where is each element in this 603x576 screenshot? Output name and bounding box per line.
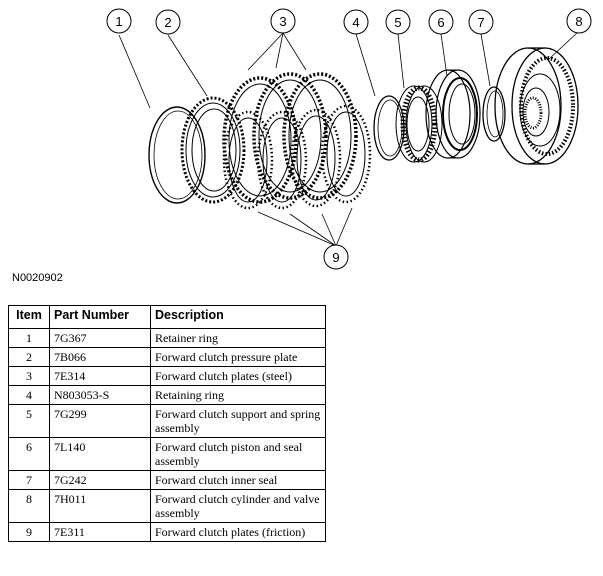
cell-item: 9 bbox=[8, 522, 50, 542]
cell-description: Forward clutch cylinder and valve assemb… bbox=[150, 489, 326, 523]
cell-part-number: N803053-S bbox=[49, 385, 151, 405]
cell-item: 4 bbox=[8, 385, 50, 405]
table-header-row: Item Part Number Description bbox=[8, 305, 326, 329]
cell-item: 3 bbox=[8, 366, 50, 386]
cell-description: Forward clutch plates (friction) bbox=[150, 522, 326, 542]
cell-description: Forward clutch support and spring assemb… bbox=[150, 404, 326, 438]
cell-description: Forward clutch pressure plate bbox=[150, 347, 326, 367]
svg-text:6: 6 bbox=[437, 15, 444, 30]
header-item: Item bbox=[8, 305, 50, 329]
callout-8: 8 bbox=[566, 8, 592, 34]
parts-table: Item Part Number Description 1 7G367 Ret… bbox=[8, 305, 326, 542]
cell-part-number: 7G242 bbox=[49, 470, 151, 490]
cylinder-valve-assembly-part bbox=[494, 47, 579, 165]
cell-part-number: 7G299 bbox=[49, 404, 151, 438]
table-row: 7 7G242 Forward clutch inner seal bbox=[8, 470, 326, 490]
callout-4: 4 bbox=[343, 9, 369, 35]
inner-seal-part bbox=[482, 86, 506, 142]
header-description: Description bbox=[150, 305, 326, 329]
callout-3: 3 bbox=[270, 8, 296, 34]
svg-text:3: 3 bbox=[279, 14, 286, 29]
callout-5: 5 bbox=[385, 9, 411, 35]
cell-item: 2 bbox=[8, 347, 50, 367]
cell-part-number: 7L140 bbox=[49, 437, 151, 471]
cell-description: Retainer ring bbox=[150, 328, 326, 348]
retaining-ring-part bbox=[373, 95, 405, 161]
callout-1: 1 bbox=[106, 8, 132, 34]
cell-item: 5 bbox=[8, 404, 50, 438]
cell-part-number: 7H011 bbox=[49, 489, 151, 523]
callout-9: 9 bbox=[323, 244, 349, 270]
table-row: 9 7E311 Forward clutch plates (friction) bbox=[8, 522, 326, 542]
svg-text:7: 7 bbox=[477, 15, 484, 30]
cell-description: Forward clutch inner seal bbox=[150, 470, 326, 490]
leader-lines bbox=[118, 31, 579, 247]
cell-item: 8 bbox=[8, 489, 50, 523]
callout-7: 7 bbox=[468, 9, 494, 35]
svg-text:1: 1 bbox=[115, 14, 122, 29]
callout-6: 6 bbox=[428, 9, 454, 35]
table-row: 3 7E314 Forward clutch plates (steel) bbox=[8, 366, 326, 386]
cell-part-number: 7B066 bbox=[49, 347, 151, 367]
svg-text:8: 8 bbox=[575, 14, 582, 29]
svg-text:4: 4 bbox=[352, 15, 359, 30]
table-row: 4 N803053-S Retaining ring bbox=[8, 385, 326, 405]
piston-seal-assembly-part bbox=[425, 69, 481, 159]
steel-plates-part bbox=[222, 72, 358, 204]
cell-description: Retaining ring bbox=[150, 385, 326, 405]
cell-part-number: 7G367 bbox=[49, 328, 151, 348]
svg-text:5: 5 bbox=[394, 15, 401, 30]
pressure-plate-part bbox=[180, 96, 246, 204]
cell-description: Forward clutch piston and seal assembly bbox=[150, 437, 326, 471]
support-spring-assembly-part bbox=[395, 85, 443, 163]
retainer-ring-part bbox=[148, 106, 206, 204]
cell-item: 6 bbox=[8, 437, 50, 471]
header-part-number: Part Number bbox=[49, 305, 151, 329]
friction-plates-part bbox=[222, 104, 372, 210]
svg-text:2: 2 bbox=[164, 15, 171, 30]
callout-2: 2 bbox=[155, 9, 181, 35]
svg-text:9: 9 bbox=[332, 250, 339, 265]
figure-id: N0020902 bbox=[12, 272, 63, 284]
exploded-view-diagram: 1 2 3 4 5 6 7 8 bbox=[106, 8, 592, 270]
cell-description: Forward clutch plates (steel) bbox=[150, 366, 326, 386]
callout-bubbles: 1 2 3 4 5 6 7 8 bbox=[106, 8, 592, 270]
table-row: 6 7L140 Forward clutch piston and seal a… bbox=[8, 437, 326, 471]
table-row: 2 7B066 Forward clutch pressure plate bbox=[8, 347, 326, 367]
cell-item: 7 bbox=[8, 470, 50, 490]
table-row: 8 7H011 Forward clutch cylinder and valv… bbox=[8, 489, 326, 523]
table-row: 1 7G367 Retainer ring bbox=[8, 328, 326, 348]
cell-part-number: 7E314 bbox=[49, 366, 151, 386]
table-row: 5 7G299 Forward clutch support and sprin… bbox=[8, 404, 326, 438]
cell-part-number: 7E311 bbox=[49, 522, 151, 542]
cell-item: 1 bbox=[8, 328, 50, 348]
